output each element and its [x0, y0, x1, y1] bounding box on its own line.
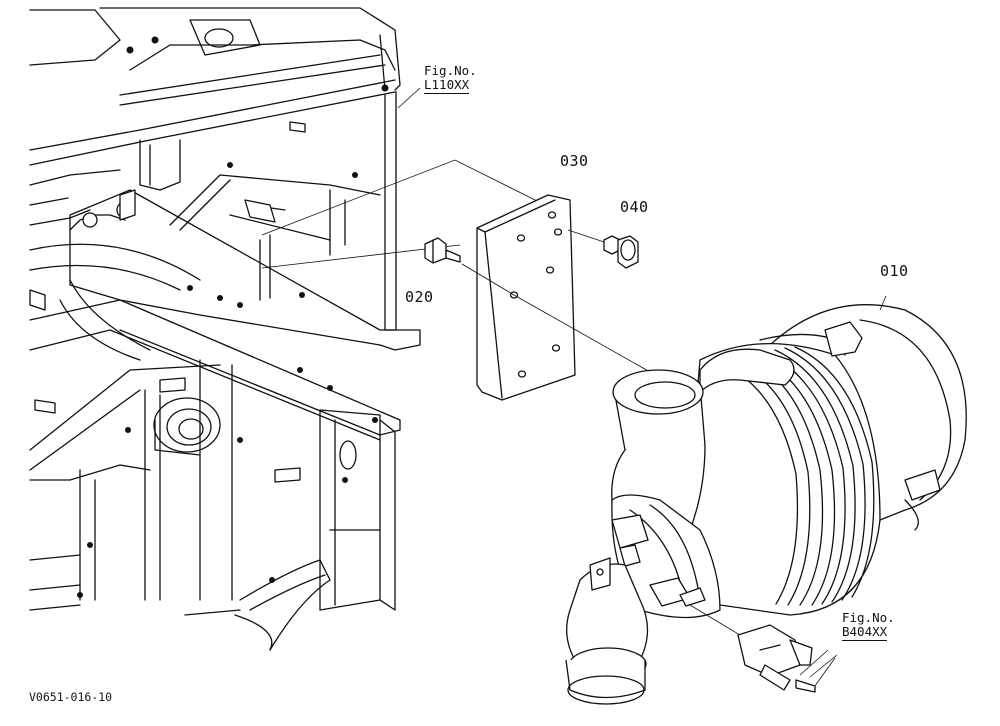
figure-ref-l110xx[interactable]: Fig.No. L110XX — [424, 64, 477, 94]
figure-ref-caption: Fig.No. — [424, 63, 477, 78]
air-cleaner-010 — [565, 295, 967, 705]
chassis-frame — [29, 7, 546, 651]
part-label-010: 010 — [880, 262, 909, 280]
fig-ref-leader-l110xx — [397, 87, 421, 109]
part-label-040: 040 — [620, 198, 649, 216]
drawing-code: V0651-016-10 — [29, 690, 113, 704]
figure-ref-number: B404XX — [842, 624, 888, 641]
bolt-020 — [424, 237, 461, 264]
part-label-030: 030 — [560, 152, 589, 170]
figure-ref-b404xx[interactable]: Fig.No. B404XX — [842, 611, 895, 641]
figure-ref-caption: Fig.No. — [842, 610, 895, 625]
figure-ref-number: L110XX — [424, 77, 470, 94]
part-label-020: 020 — [405, 288, 434, 306]
bracket-plate-030 — [461, 194, 651, 401]
nut-040 — [603, 235, 639, 269]
